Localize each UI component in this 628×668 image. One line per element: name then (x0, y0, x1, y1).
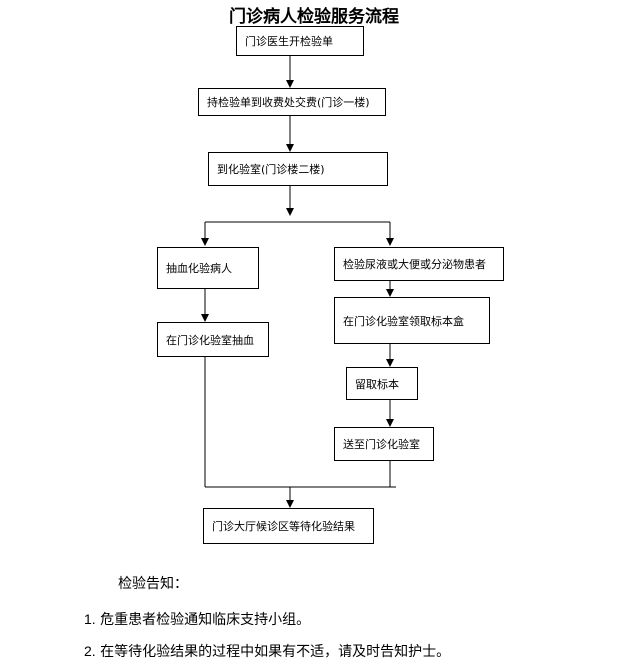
notice-heading: 检验告知： (118, 576, 188, 592)
notice-item-text: 在等待化验结果的过程中如果有不适，请及时告知护士。 (100, 644, 451, 660)
step-wait-for-results: 门诊大厅候诊区等待化验结果 (203, 508, 374, 544)
notice-item: 2. 在等待化验结果的过程中如果有不适，请及时告知护士。 (84, 641, 450, 661)
step-sample-patient: 检验尿液或大便或分泌物患者 (334, 247, 504, 281)
notice-item-number: 1. (84, 611, 96, 627)
step-blood-test-patient: 抽血化验病人 (157, 247, 259, 289)
step-deliver-sample: 送至门诊化验室 (334, 427, 434, 461)
notice-item-number: 2. (84, 643, 96, 659)
step-blood-draw: 在门诊化验室抽血 (157, 322, 269, 357)
step-get-sample-box: 在门诊化验室领取标本盒 (334, 297, 490, 344)
step-collect-sample: 留取标本 (346, 367, 418, 400)
step-pay-at-cashier: 持检验单到收费处交费(门诊一楼) (198, 88, 386, 116)
notice-item-text: 危重患者检验通知临床支持小组。 (100, 612, 311, 628)
page-title: 门诊病人检验服务流程 (229, 7, 399, 27)
step-go-to-lab: 到化验室(门诊楼二楼) (208, 152, 388, 186)
notice-item: 1. 危重患者检验通知临床支持小组。 (84, 609, 310, 629)
step-open-test-order: 门诊医生开检验单 (236, 26, 364, 56)
